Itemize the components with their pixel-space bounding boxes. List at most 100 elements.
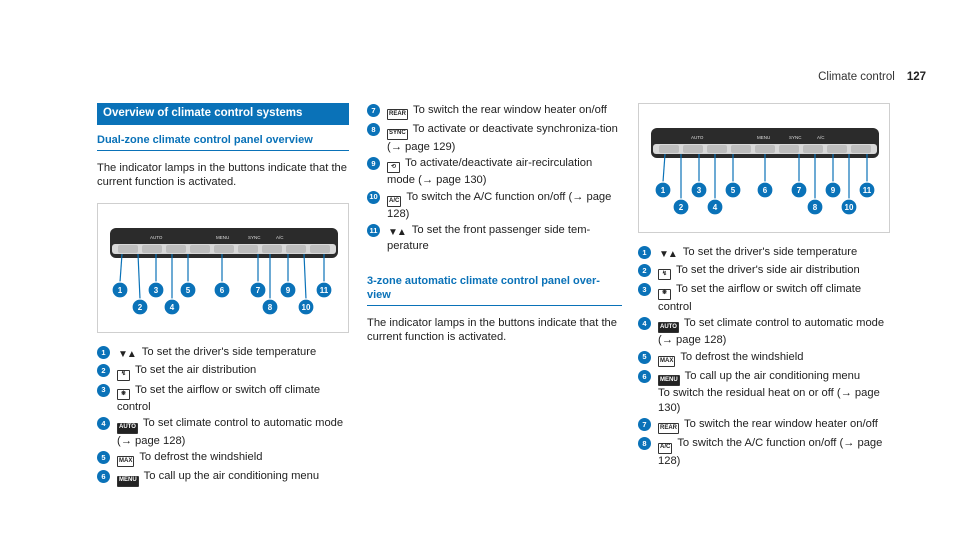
panel-button [190,245,210,254]
page-number: 127 [906,71,926,83]
callout-number: 6 [763,186,768,195]
callout-number: 6 [638,369,651,383]
panel-label: A/C [276,235,284,240]
panel-button [142,245,162,254]
callout-number: 9 [367,157,380,171]
auto-icon: AUTO [658,322,679,334]
callout-line [662,153,666,183]
callout-circle [790,181,808,199]
legend-text: To activate or deactivate synchroniza-ti… [387,123,618,153]
panel-button [731,145,751,153]
callout-number: 3 [638,283,651,297]
callout-circle [131,298,149,317]
callout-number: 5 [97,451,110,465]
legend-text: To set the driver's side air distributio… [676,263,860,276]
callout-number: 4 [170,303,175,312]
legend-text: To set the airflow or switch off climate… [117,383,321,414]
panel-button [779,145,799,153]
legend-item: 2↯To set the driver's side air distribut… [638,263,890,281]
callout-number: 8 [813,203,818,212]
legend-text: To call up the air conditioning menu [143,470,320,483]
panel-label: MENU [216,235,229,240]
airflow-icon: ❋ [117,389,130,401]
panel-button [238,245,258,254]
panel-button [683,145,703,153]
panel-label: A/C [817,135,825,140]
panel-button [118,245,138,254]
legend-text: To set climate control to automatic mode… [658,316,885,347]
legend-text: To set the driver's side temperature [682,246,858,258]
callout-number: 2 [679,203,684,212]
legend-item: 1▼▲To set the driver's side temperature [97,345,349,362]
callout-number: 1 [118,286,123,295]
callout-line [119,254,123,283]
callout-number: 11 [320,286,329,295]
temperature-icon: ▼▲ [658,249,678,261]
callout-circle [756,181,774,199]
callout-number: 4 [713,203,718,212]
section-title: Climate control [818,71,895,83]
callout-circle [213,281,231,300]
rear-window-heater-icon: REAR [387,109,409,121]
callout-number: 10 [845,203,854,212]
defrost-windshield-icon: MAX [658,355,676,367]
legend-text: To switch the A/C function on/off (→ pag… [658,437,883,467]
defrost-windshield-icon: MAX [117,456,135,468]
legend-text: To call up the air conditioning menu [684,369,861,382]
callout-number: 1 [661,186,666,195]
legend-text: To set the driver's side temperature [141,346,317,359]
legend-item: 6 MENU To call up the air conditioning men… [638,369,890,415]
auto-icon: AUTO [117,422,138,434]
legend-text: To switch the rear window heater on/off [413,104,607,116]
callout-number: 11 [863,186,872,195]
callout-circle [840,198,858,216]
dual-zone-legend: 1▼▲To set the driver's side temperature 2… [97,345,349,487]
airflow-icon: ❋ [658,288,671,300]
callout-circle [179,281,197,300]
subheading-3-zone: 3-zone automatic climate control panel o… [367,274,622,306]
legend-text: To defrost the windshield [139,451,263,464]
panel-label: SYNC [789,135,802,140]
legend-item: 1▼▲To set the driver's side temperature [638,245,890,261]
callout-number: 5 [186,286,191,295]
panel-button [310,245,330,254]
callout-number: 11 [367,224,380,238]
callout-number: 7 [797,186,802,195]
panel-label: AUTO [150,235,163,240]
ac-icon: A/C [387,196,402,208]
callout-number: 4 [97,417,110,431]
panel-label: SYNC [248,235,261,240]
legend-text: To defrost the windshield [680,350,804,363]
callout-number: 10 [367,190,380,204]
callout-number: 5 [731,186,736,195]
panel-button [214,245,234,254]
callout-circle [858,181,876,199]
callout-number: 2 [638,263,651,277]
callout-number: 7 [256,286,261,295]
menu-rest-icon: MENU [658,375,680,387]
panel-label: MENU [757,135,770,140]
panel-label: AUTO [691,135,704,140]
menu-icon: MENU [117,475,139,487]
callout-number: 9 [286,286,291,295]
callout-number: 9 [831,186,836,195]
callout-number: 2 [97,364,110,378]
callout-circle [672,198,690,216]
legend-text: To set the air distribution [135,364,257,377]
callout-line [137,254,141,300]
air-recirculation-icon: ⟲ [387,162,400,174]
callout-number: 6 [97,470,110,484]
callout-number: 5 [638,350,651,364]
panel-button [803,145,823,153]
callout-number: 3 [154,286,159,295]
sync-icon: SYNC [387,128,408,140]
air-distribution-icon: ↯ [117,369,130,381]
